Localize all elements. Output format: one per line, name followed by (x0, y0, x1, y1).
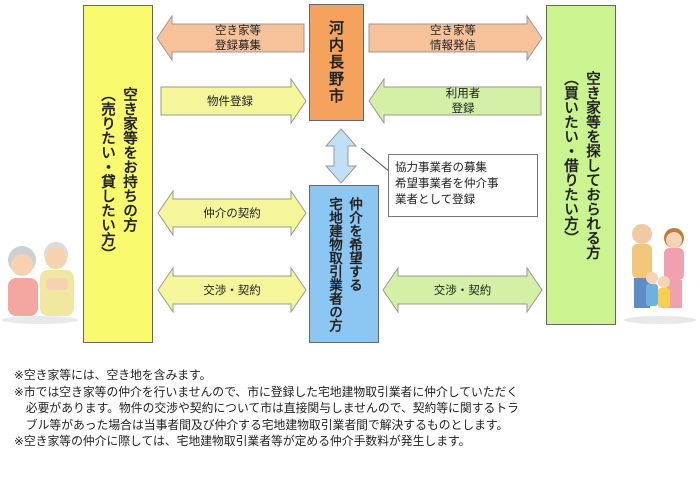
arrow-user-register (368, 77, 542, 125)
arrow-vacancy-recruit (156, 14, 305, 62)
callout-leader (360, 147, 391, 173)
elderly-couple-illustration (2, 242, 78, 324)
seeker-box: 空き家等を探しておられる方 （買いたい・借りたい方） (546, 5, 616, 325)
owner-box: 空き家等をお持ちの方 （売りたい・貸したい方） (83, 5, 153, 343)
partner-recruit-callout: 協力事業者の募集 希望事業者を仲介事 業者として登録 (388, 154, 538, 217)
label-user-register: 利用者 登録 (445, 86, 481, 115)
notes-section: ※空き家等には、空き地を含みます。 ※市では空き家等の仲介を行いませんので、市に… (14, 367, 694, 450)
city-box: 河内長野市 (309, 4, 364, 121)
arrow-negotiation-left (157, 266, 307, 314)
label-negotiation-right: 交渉・契約 (433, 282, 492, 297)
label-property-register: 物件登録 (207, 93, 253, 108)
label-vacancy-recruit: 空き家等 登録募集 (215, 23, 261, 52)
arrow-city-broker (324, 128, 358, 184)
label-info-share: 空き家等 情報発信 (430, 23, 476, 52)
arrow-negotiation-right (382, 266, 543, 314)
label-brokerage-contract: 仲介の契約 (203, 205, 261, 220)
broker-box: 仲介を希望する 宅地建物取引業者の方 (309, 185, 379, 343)
arrow-info-share (368, 14, 543, 62)
note-item: ※市では空き家等の仲介を行いませんので、市に登録した宅地建物取引業者に仲介してい… (14, 384, 519, 432)
family-illustration (624, 224, 696, 324)
note-item: ※空き家等には、空き地を含みます。 (14, 368, 212, 382)
arrow-brokerage-contract (157, 189, 307, 237)
note-item: ※空き家等の仲介に際しては、宅地建物取引業者等が定める仲介手数料が発生します。 (14, 434, 471, 448)
label-negotiation-left: 交渉・契約 (203, 282, 261, 297)
arrow-property-register (160, 77, 307, 125)
